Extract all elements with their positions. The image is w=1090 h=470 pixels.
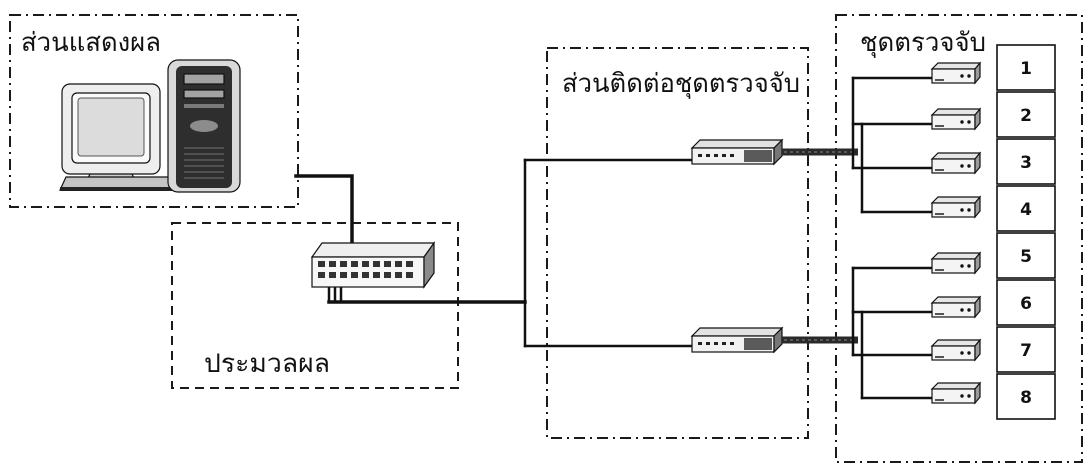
detector-device-knob — [967, 264, 970, 267]
detector-device-top — [932, 197, 980, 203]
detector-device-knob — [967, 208, 970, 211]
detector-device-icon — [932, 340, 980, 360]
hub-port — [362, 272, 369, 278]
hub-top-face — [312, 243, 434, 257]
detector-device-slot — [935, 269, 944, 271]
hub-port — [340, 272, 347, 278]
led — [730, 342, 734, 345]
detector-device-icon — [932, 297, 980, 317]
detector-device-knob — [960, 208, 963, 211]
led — [730, 154, 734, 157]
hub-port — [318, 272, 325, 278]
hub-port — [395, 261, 402, 267]
hub-port — [373, 272, 380, 278]
hub-port — [384, 261, 391, 267]
detector-device-knob — [960, 74, 963, 77]
monitor-screen — [78, 98, 144, 156]
detector-device-top — [932, 63, 980, 69]
detector-device-knob — [960, 120, 963, 123]
interface-section-box — [547, 48, 808, 438]
led — [714, 342, 718, 345]
hub-port — [351, 272, 358, 278]
interface-device-icon — [692, 328, 782, 352]
detector-device-knob — [967, 120, 970, 123]
hub-port — [406, 261, 413, 267]
detector-device-knob — [967, 74, 970, 77]
detector-number: 6 — [1020, 294, 1032, 314]
pc-tower-icon — [168, 60, 240, 192]
led — [722, 342, 726, 345]
led — [706, 154, 710, 157]
detector-device-icon — [932, 197, 980, 217]
tower-drive-bay — [184, 74, 224, 84]
interface-device-top — [692, 328, 782, 336]
detector-device-knob — [967, 308, 970, 311]
tower-power-button — [190, 120, 218, 132]
led — [706, 342, 710, 345]
interface-section-label: ส่วนติดต่อชุดตรวจจับ — [562, 69, 800, 99]
processing-section-label: ประมวลผล — [204, 349, 330, 379]
detector-device-slot — [935, 79, 944, 81]
interface-device-panel — [744, 338, 772, 350]
detector-device-knob — [960, 164, 963, 167]
hub-port — [406, 272, 413, 278]
detector-number: 3 — [1020, 153, 1032, 173]
detector-device-slot — [935, 313, 944, 315]
tower-drive-slot — [184, 104, 224, 108]
detector-device-knob — [967, 164, 970, 167]
network-hub-icon — [312, 243, 434, 287]
detector-device-top — [932, 297, 980, 303]
detector-number: 5 — [1020, 247, 1032, 267]
hub-port — [318, 261, 325, 267]
detector-device-top — [932, 253, 980, 259]
led — [698, 154, 702, 157]
detector-device-knob — [960, 264, 963, 267]
detector-device-top — [932, 109, 980, 115]
detector-device-top — [932, 340, 980, 346]
detector-device-slot — [935, 169, 944, 171]
detector-number: 8 — [1020, 388, 1032, 408]
wire-display-to-hub — [296, 176, 352, 244]
detector-number: 4 — [1020, 200, 1032, 220]
hub-port — [384, 272, 391, 278]
detector-device-knob — [960, 308, 963, 311]
detector-device-top — [932, 383, 980, 389]
detector-device-slot — [935, 356, 944, 358]
interface-device-panel — [744, 150, 772, 162]
detector-device-top — [932, 153, 980, 159]
hub-port — [340, 261, 347, 267]
hub-port — [329, 272, 336, 278]
detector-device-knob — [967, 394, 970, 397]
detector-device-slot — [935, 125, 944, 127]
tower-drive-bay — [184, 90, 224, 98]
detector-device-icon — [932, 109, 980, 129]
hub-port — [329, 261, 336, 267]
monitor-icon — [62, 84, 160, 180]
detector-device-knob — [967, 351, 970, 354]
hub-port — [362, 261, 369, 267]
led — [722, 154, 726, 157]
detector-device-icon — [932, 63, 980, 83]
interface-device-top — [692, 140, 782, 148]
hub-port — [373, 261, 380, 267]
detector-device-icon — [932, 153, 980, 173]
detector-device-slot — [935, 399, 944, 401]
led — [698, 342, 702, 345]
detector-device-knob — [960, 351, 963, 354]
detector-device-knob — [960, 394, 963, 397]
hub-port — [351, 261, 358, 267]
detector-number: 1 — [1020, 59, 1032, 79]
detector-units: 1 2 3 4 5 6 7 8 — [932, 45, 1055, 419]
detector-number: 7 — [1020, 341, 1032, 361]
detector-device-icon — [932, 253, 980, 273]
hub-port — [395, 272, 402, 278]
detector-number: 2 — [1020, 106, 1032, 126]
led — [714, 154, 718, 157]
detector-device-icon — [932, 383, 980, 403]
interface-device-icon — [692, 140, 782, 164]
display-section-label: ส่วนแสดงผล — [21, 28, 161, 58]
detector-device-slot — [935, 213, 944, 215]
detector-section-label: ชุดตรวจจับ — [860, 28, 986, 58]
